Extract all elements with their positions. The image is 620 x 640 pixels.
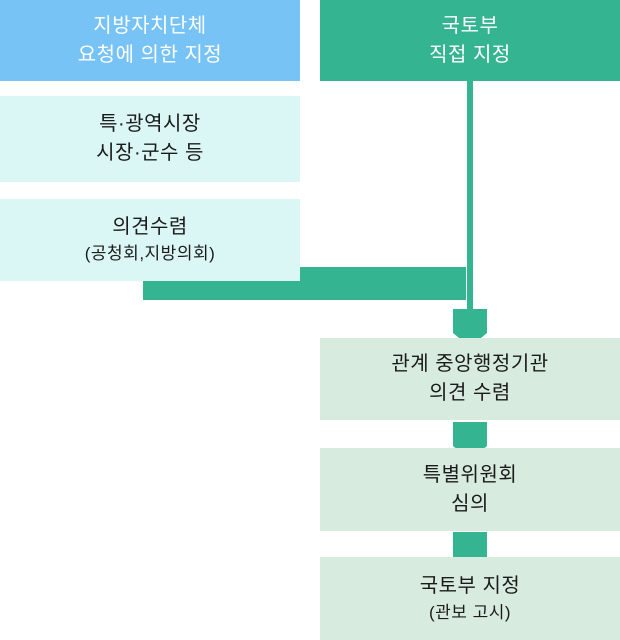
mayors-governors-line1: 특·광역시장 bbox=[99, 113, 201, 135]
special-committee-line1: 특별위원회 bbox=[422, 463, 518, 486]
molit-designation-line2: (관보 고시) bbox=[428, 602, 512, 622]
down-arrow-3-stem bbox=[453, 532, 487, 557]
merge-connector-bar-left bbox=[143, 281, 300, 300]
opinion-gathering-line2: (공청회,지방의회) bbox=[84, 244, 216, 264]
molit-direct-designation-box: 국토부 직접 지정 bbox=[320, 0, 620, 81]
mayors-governors-line2: 시장·군수 등 bbox=[96, 142, 204, 164]
local-gov-request-line1: 지방자치단체 bbox=[93, 14, 207, 37]
down-arrow-2-stem bbox=[453, 422, 487, 446]
central-agencies-opinion-box: 관계 중앙행정기관 의견 수렴 bbox=[320, 338, 620, 420]
vertical-flow-line bbox=[467, 81, 473, 309]
opinion-gathering-box: 의견수렴 (공청회,지방의회) bbox=[0, 199, 300, 281]
molit-designation-line1: 국토부 지정 bbox=[419, 574, 521, 597]
mayors-governors-box: 특·광역시장 시장·군수 등 bbox=[0, 96, 300, 182]
down-arrow-1-stem bbox=[453, 309, 487, 333]
local-gov-request-designation-box: 지방자치단체 요청에 의한 지정 bbox=[0, 0, 300, 81]
special-committee-line2: 심의 bbox=[451, 492, 489, 515]
special-committee-review-box: 특별위원회 심의 bbox=[320, 448, 620, 531]
molit-direct-line2: 직접 지정 bbox=[429, 43, 511, 66]
central-agencies-line1: 관계 중앙행정기관 bbox=[391, 353, 549, 375]
opinion-gathering-line1: 의견수렴 bbox=[112, 216, 188, 239]
central-agencies-line2: 의견 수렴 bbox=[429, 382, 511, 404]
molit-direct-line1: 국토부 bbox=[441, 14, 499, 37]
local-gov-request-line2: 요청에 의한 지정 bbox=[77, 43, 223, 66]
merge-connector-bar-right bbox=[300, 267, 466, 300]
molit-designation-box: 국토부 지정 (관보 고시) bbox=[320, 557, 620, 640]
